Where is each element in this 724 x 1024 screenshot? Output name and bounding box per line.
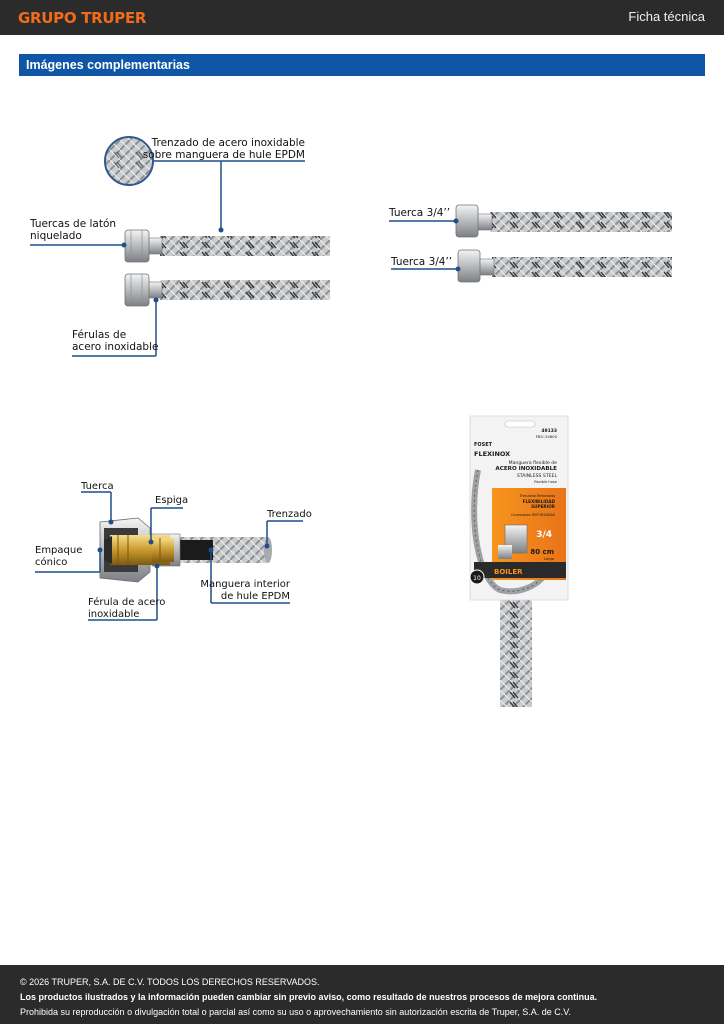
package-length-label: Largo (544, 557, 554, 561)
footer-disclaimer: Los productos ilustrados y la informació… (20, 992, 598, 1002)
package-feature-1: Trenzado Reforzado (519, 494, 555, 498)
package-feature-2: FLEXIBILIDAD (523, 499, 556, 504)
figure-nut-size: Tuerca 3/4’’ Tuerca 3/4’’ (388, 204, 672, 283)
package-connections: Conexiones REFORZADAS (511, 513, 555, 517)
figure-package: 10 FOSET FLEXINOX 49133 FBO-34800 Mangue… (469, 415, 569, 707)
label-nuts-line1: Tuercas de latón (29, 218, 116, 230)
label-cut-nut: Tuerca (80, 481, 114, 492)
figure-hose-parts: Trenzado de acero inoxidable sobre mangu… (29, 136, 330, 357)
label-nut-size-bottom: Tuerca 3/4’’ (390, 256, 452, 268)
package-line: FLEXINOX (474, 450, 510, 458)
footer-legal: Prohibida su reproducción o divulgación … (20, 1007, 571, 1017)
hang-hole (504, 420, 536, 428)
label-cut-braid: Trenzado (266, 509, 312, 520)
package-brand: FOSET (474, 442, 493, 448)
truper-logo: GRUPO TRUPER (18, 9, 147, 27)
braid-detail-magnifier (104, 136, 154, 186)
label-ferrules-line1: Férulas de (72, 329, 126, 341)
label-cut-spigot: Espiga (155, 495, 188, 506)
package-feature-3: SUPERIOR (531, 504, 556, 509)
hose-size-bottom (457, 249, 672, 283)
label-braid-line2: sobre manguera de hule EPDM (143, 149, 305, 161)
page-header: GRUPO TRUPER Ficha técnica (0, 0, 724, 35)
label-cut-ferrule-line1: Férula de acero (88, 596, 165, 608)
package-subtitle-line2: flexible hose (534, 480, 558, 484)
label-nuts-line2: niquelado (30, 230, 82, 242)
page-footer: © 2026 TRUPER, S.A. DE C.V. TODOS LOS DE… (0, 965, 724, 1024)
package-title-line2: ACERO INOXIDABLE (495, 466, 557, 472)
package-application: BOILER (494, 568, 523, 576)
figure-cutaway: Tuerca Espiga Trenzado Empaque cónico Ma… (35, 481, 312, 621)
footer-copyright: © 2026 TRUPER, S.A. DE C.V. TODOS LOS DE… (20, 977, 320, 987)
package-length: 80 cm (530, 548, 554, 556)
package-code: 49133 (541, 428, 557, 434)
label-braid-line1: Trenzado de acero inoxidable (151, 137, 305, 149)
package-badge: 10 (473, 575, 481, 582)
hose-size-top (455, 204, 672, 238)
document-type: Ficha técnica (628, 9, 705, 24)
hose-bottom (124, 273, 330, 307)
package-size: 3/4 (536, 530, 552, 540)
product-illustrations: Trenzado de acero inoxidable sobre mangu… (29, 136, 672, 707)
label-cut-gasket-line2: cónico (35, 556, 67, 568)
package-model: FBO-34800 (536, 434, 558, 439)
package-title-line1: Manguera flexible de (509, 460, 558, 466)
label-nut-size-top: Tuerca 3/4’’ (388, 207, 450, 219)
package-subtitle-line1: STAINLESS STEEL (517, 473, 558, 479)
section-title: Imágenes complementarias (19, 54, 705, 76)
label-ferrules-line2: acero inoxidable (72, 341, 158, 353)
label-cut-ferrule-line2: inoxidable (88, 609, 139, 620)
label-cut-inner-hose-line2: de hule EPDM (221, 591, 290, 602)
label-cut-gasket-line1: Empaque (35, 545, 82, 556)
hose-top (124, 229, 330, 263)
label-cut-inner-hose-line1: Manguera interior (200, 579, 291, 590)
